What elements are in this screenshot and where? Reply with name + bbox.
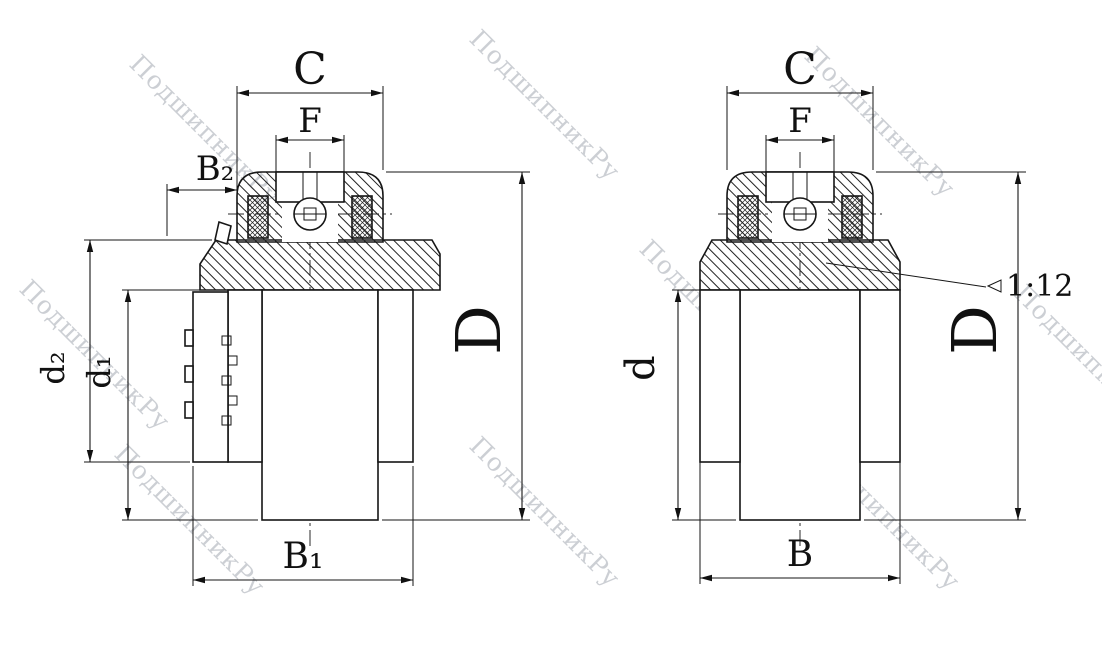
dim-label-B1-left: B₁ — [283, 536, 324, 577]
right-seal — [737, 195, 759, 239]
taper-triangle-icon — [986, 279, 1002, 293]
left-seal — [351, 195, 373, 239]
right-bearing-view — [699, 152, 901, 548]
dim-label-C-right: C — [783, 44, 817, 95]
left-adapter-sleeve — [377, 289, 414, 463]
left-lube-hole — [303, 207, 317, 221]
left-locknut — [192, 291, 229, 463]
dim-label-F-left: F — [298, 101, 322, 141]
dim-label-D-left: D — [442, 305, 515, 355]
right-shaft — [739, 289, 861, 521]
right-view-dimensions: C F d D B 1:12 — [618, 44, 1073, 584]
dim-label-C-left: C — [293, 44, 327, 95]
right-lube-hole — [793, 207, 807, 221]
left-locknut-slot — [184, 401, 194, 419]
left-thread-section — [221, 415, 232, 426]
dim-label-B-right: B — [787, 534, 813, 575]
left-locknut-slot — [184, 365, 194, 383]
left-lock-collar — [275, 171, 345, 203]
right-inner-ring-extension — [859, 289, 901, 463]
left-washer-tab — [214, 220, 232, 246]
left-view-dimensions: C F B₂ d₂ d₁ D — [34, 44, 530, 586]
dim-label-d-right: d — [618, 355, 664, 381]
dim-label-d1-left: d₁ — [80, 355, 118, 388]
left-adapter-sleeve — [227, 289, 263, 463]
right-seal — [841, 195, 863, 239]
left-housing-band — [199, 239, 441, 291]
taper-ratio-label: 1:12 — [1006, 269, 1073, 304]
left-locknut-slot — [184, 329, 194, 347]
right-housing-band — [699, 239, 901, 291]
left-thread-section — [221, 335, 232, 346]
left-bearing-view — [184, 152, 441, 548]
dim-label-d2-left: d₂ — [34, 351, 72, 384]
right-lock-collar — [765, 171, 835, 203]
left-seal — [247, 195, 269, 239]
taper-leader-line — [825, 262, 987, 288]
right-inner-ring-extension — [699, 289, 741, 463]
left-thread-section — [221, 375, 232, 386]
left-thread-section — [227, 355, 238, 366]
left-shaft — [261, 289, 379, 521]
left-thread-section — [227, 395, 238, 406]
dim-label-F-right: F — [788, 101, 812, 141]
dim-label-D-right: D — [938, 305, 1011, 355]
dim-label-B2-left: B₂ — [196, 149, 235, 189]
